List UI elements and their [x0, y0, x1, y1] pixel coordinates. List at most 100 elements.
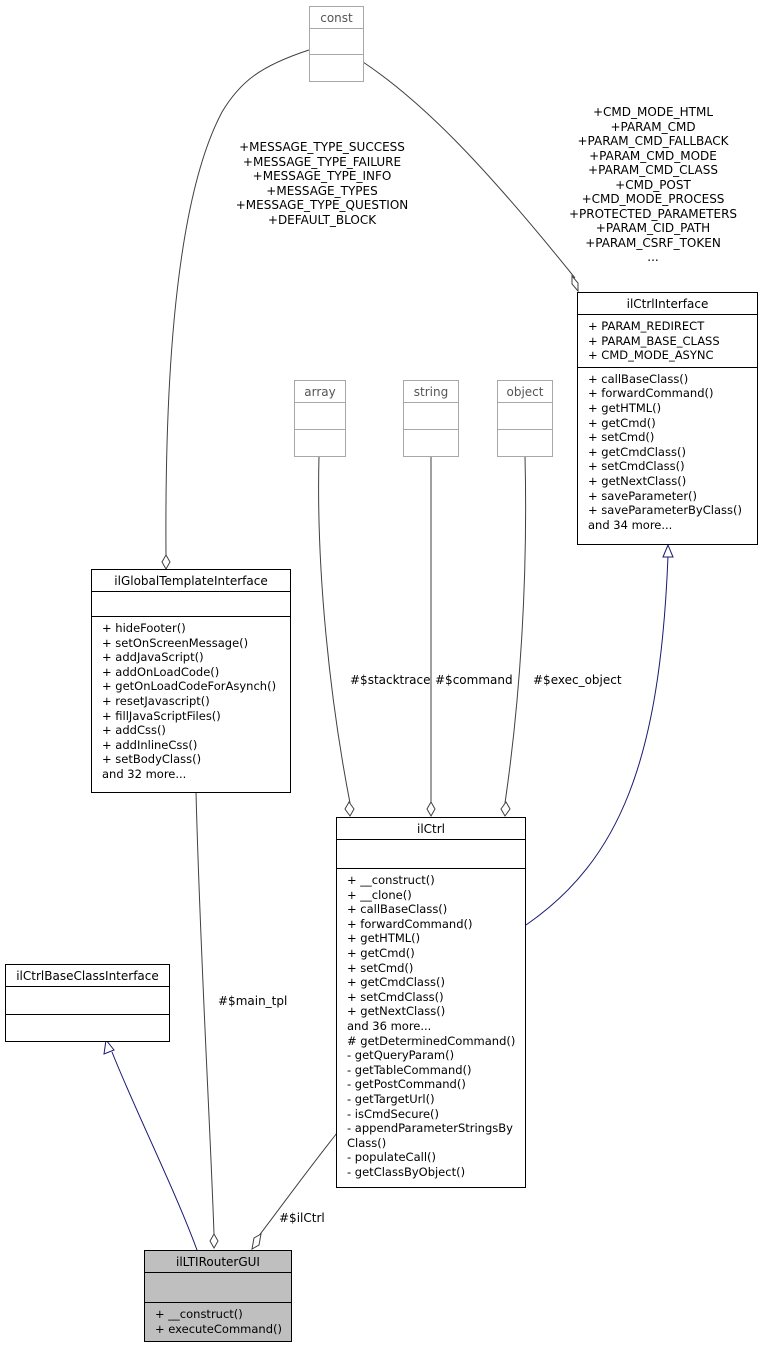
methods-section: [404, 430, 458, 456]
constant-label: +MESSAGE_TYPE_QUESTION: [235, 198, 409, 212]
edge-template-to-router: [195, 791, 215, 1235]
method-row: - appendParameterStringsBy: [347, 1121, 513, 1136]
class-object: object: [497, 380, 553, 457]
class-title: ilCtrlInterface: [578, 293, 757, 315]
methods-section: + hideFooter() + setOnScreenMessage() + …: [92, 617, 290, 786]
aggregation-diamond: [209, 1232, 219, 1250]
edge-array-to-ilctrl: [318, 455, 351, 804]
aggregation-diamond: [426, 800, 436, 818]
constant-label: +CMD_MODE_HTML: [592, 105, 714, 119]
constant-label: +PARAM_CMD_MODE: [589, 148, 717, 163]
class-title: ilCtrl: [337, 818, 525, 840]
method-row: # getDeterminedCommand(): [347, 1033, 516, 1048]
attributes-section: [404, 403, 458, 430]
method-row: + setCmd(): [588, 430, 655, 445]
method-row: + forwardCommand(): [347, 916, 473, 931]
method-row: + hideFooter(): [102, 621, 186, 635]
method-row: - getPostCommand(): [347, 1077, 466, 1092]
edge-label-ilctrl: #$ilCtrl: [279, 1211, 325, 1225]
method-row: + saveParameterByClass(): [588, 503, 742, 518]
constant-label: +CMD_MODE_PROCESS: [581, 192, 725, 206]
attribute-row: + PARAM_BASE_CLASS: [588, 333, 720, 348]
edge-object-to-ilctrl: [504, 455, 527, 804]
aggregation-diamond: [344, 801, 355, 817]
class-ilctrl: ilCtrl + __construct() + __clone() + cal…: [336, 817, 526, 1188]
attributes-section: [310, 29, 363, 55]
constant-label: +PARAM_CMD_FALLBACK: [577, 134, 729, 148]
method-row: + getNextClass(): [588, 473, 687, 488]
method-row: - isCmdSecure(): [347, 1106, 440, 1121]
method-row: + __construct(): [155, 1307, 243, 1321]
methods-section: + callBaseClass() + forwardCommand() + g…: [578, 368, 757, 537]
class-illtiroutergui: ilLTIRouterGUI + __construct() + execute…: [144, 1250, 292, 1342]
class-string: string: [403, 380, 459, 457]
constant-label: +CMD_POST: [615, 177, 691, 192]
class-ilglobaltemplateinterface: ilGlobalTemplateInterface + hideFooter()…: [91, 569, 291, 793]
edge-ilctrl-to-router: [257, 1132, 338, 1238]
class-const: const: [309, 6, 364, 82]
attributes-section: [145, 1273, 291, 1303]
edge-label-command: #$command: [435, 673, 513, 687]
method-row: + getHTML(): [588, 400, 662, 415]
method-row: + getCmdClass(): [347, 975, 445, 990]
class-title: array: [295, 381, 345, 403]
method-row: + getHTML(): [347, 931, 421, 946]
constant-label: +MESSAGE_TYPE_INFO: [252, 169, 392, 183]
method-row: + getNextClass(): [347, 1004, 446, 1019]
methods-section: + __construct() + __clone() + callBaseCl…: [337, 869, 525, 1183]
class-ilctrlinterface: ilCtrlInterface + PARAM_REDIRECT + PARAM…: [577, 292, 758, 545]
method-row: + saveParameter(): [588, 488, 698, 503]
method-row: - getQueryParam(): [347, 1048, 455, 1063]
method-row: + setOnScreenMessage(): [102, 635, 249, 650]
class-ilctrlbaseclassinterface: ilCtrlBaseClassInterface: [5, 964, 170, 1042]
method-row: + fillJavaScriptFiles(): [102, 708, 221, 723]
method-row: + getOnLoadCodeForAsynch(): [102, 679, 277, 694]
method-row: + __construct(): [347, 873, 435, 887]
class-title: ilLTIRouterGUI: [145, 1251, 291, 1273]
methods-section: [6, 1015, 169, 1041]
aggregation-diamond: [161, 553, 171, 571]
attributes-section: [498, 403, 552, 430]
constant-label: +PARAM_CMD_CLASS: [588, 163, 718, 177]
constant-label: +MESSAGE_TYPE_SUCCESS: [239, 140, 405, 154]
attributes-section: [92, 592, 290, 617]
method-row: + callBaseClass(): [588, 371, 689, 386]
attributes-section: [337, 840, 525, 869]
constant-label: ...: [647, 250, 659, 264]
class-array: array: [294, 380, 346, 457]
aggregation-diamond: [500, 801, 511, 817]
class-title: ilCtrlBaseClassInterface: [6, 965, 169, 987]
inheritance-arrow: [103, 1038, 115, 1055]
edge-const-to-global-template: [165, 49, 310, 557]
edge-ilctrl-implements-interface: [525, 555, 669, 926]
method-row: + __clone(): [347, 887, 412, 902]
method-row: + forwardCommand(): [588, 386, 714, 401]
class-title: const: [310, 7, 363, 29]
constant-label: +MESSAGE_TYPES: [266, 183, 378, 198]
class-title: object: [498, 381, 552, 403]
method-row: - getTargetUrl(): [347, 1091, 435, 1106]
methods-section: [498, 430, 552, 456]
edge-router-implements-base-interface: [111, 1051, 198, 1251]
attributes-section: [6, 987, 169, 1015]
constant-label: +PROTECTED_PARAMETERS: [568, 206, 738, 221]
edge-label-exec-object: #$exec_object: [533, 673, 622, 687]
inheritance-arrow: [662, 543, 674, 558]
edge-label-template-constants: +MESSAGE_TYPE_SUCCESS +MESSAGE_TYPE_FAIL…: [222, 140, 422, 227]
attributes-section: + PARAM_REDIRECT + PARAM_BASE_CLASS + CM…: [578, 315, 757, 368]
class-title: string: [404, 381, 458, 403]
constant-label: +MESSAGE_TYPE_FAILURE: [242, 154, 402, 169]
constant-label: +DEFAULT_BLOCK: [267, 212, 377, 227]
method-row: and 34 more...: [588, 517, 673, 532]
methods-section: + __construct() + executeCommand(): [145, 1303, 291, 1340]
methods-section: [295, 430, 345, 456]
method-row: Class(): [347, 1135, 387, 1150]
method-row: + setCmdClass(): [588, 459, 685, 474]
method-row: + setCmd(): [347, 960, 414, 975]
method-row: and 32 more...: [102, 766, 187, 781]
method-row: + resetJavascript(): [102, 693, 210, 708]
method-row: - getTableCommand(): [347, 1062, 472, 1077]
constant-label: +PARAM_CID_PATH: [595, 221, 711, 235]
method-row: + getCmdClass(): [588, 444, 686, 459]
class-title: ilGlobalTemplateInterface: [92, 570, 290, 592]
